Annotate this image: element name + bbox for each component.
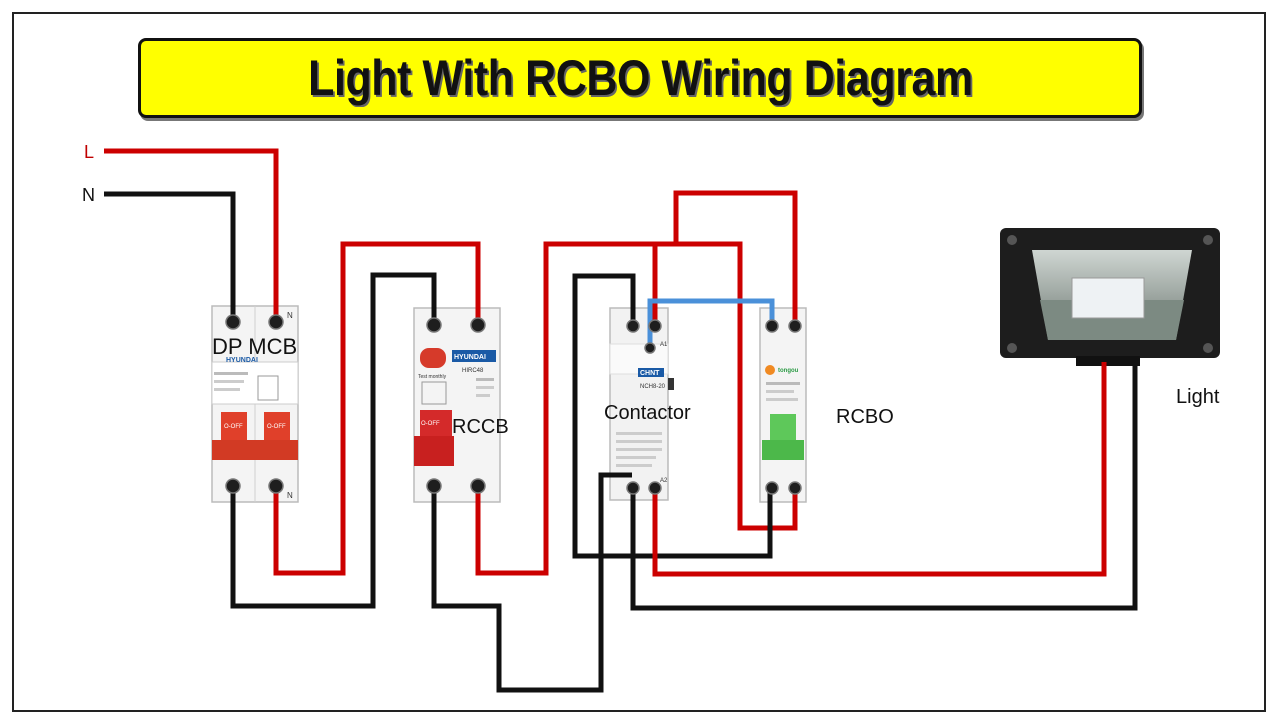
diagram-frame bbox=[12, 12, 1266, 712]
line-terminal-label: L bbox=[84, 142, 95, 162]
wires bbox=[104, 148, 1138, 693]
rccb-top-left-terminal bbox=[426, 317, 442, 333]
wire-contactor-to-rcbo-neutral bbox=[572, 273, 773, 559]
light-label: Light bbox=[1176, 386, 1220, 408]
rccb-bottom-right-terminal bbox=[470, 478, 486, 494]
rccb: HYUNDAI HIRC48 Test monthly O-OFF bbox=[413, 307, 501, 503]
mcb-bottom-right-terminal bbox=[268, 478, 284, 494]
title-banner: Light With RCBO Wiring Diagram bbox=[138, 38, 1142, 118]
rcbo: tongou bbox=[759, 307, 807, 503]
wire-rcbo-live-to-contactor bbox=[652, 190, 798, 328]
contactor-bottom-left-terminal bbox=[626, 481, 640, 495]
rcbo-top-right-terminal bbox=[788, 319, 802, 333]
mcb-top-left-terminal bbox=[225, 314, 241, 330]
rccb-brand: HYUNDAI bbox=[454, 354, 486, 361]
mcb-label: DP MCB bbox=[212, 334, 298, 359]
rccb-off-text: O-OFF bbox=[421, 421, 440, 427]
mcb-top-right-terminal bbox=[268, 314, 284, 330]
rcbo-bottom-left-terminal bbox=[765, 481, 779, 495]
contactor-a1-mark: A1 bbox=[660, 342, 668, 348]
contactor-top-left-terminal bbox=[626, 319, 640, 333]
mcb-bottom-n-mark: N bbox=[287, 491, 293, 500]
rcbo-bottom-right-terminal bbox=[788, 481, 802, 495]
rccb-label: RCCB bbox=[452, 416, 509, 438]
wire-mcb-live-to-rccb bbox=[273, 241, 481, 576]
contactor-top-right-terminal bbox=[648, 319, 662, 333]
rccb-top-right-terminal bbox=[470, 317, 486, 333]
neutral-terminal-label: N bbox=[82, 185, 95, 205]
contactor-model: NCH8-20 bbox=[640, 384, 666, 390]
mcb-brand: HYUNDAI bbox=[226, 357, 258, 364]
rcbo-brand: tongou bbox=[778, 368, 799, 374]
contactor-bottom-right-terminal bbox=[648, 481, 662, 495]
wire-rccb-neutral-to-contactor bbox=[431, 472, 632, 693]
diagram-title: Light With RCBO Wiring Diagram bbox=[307, 50, 973, 106]
mcb-off-text-left: O-OFF bbox=[224, 424, 243, 430]
mcb-top-n-mark: N bbox=[287, 311, 293, 320]
wire-contactor-live-to-light bbox=[652, 362, 1107, 577]
rccb-bottom-left-terminal bbox=[426, 478, 442, 494]
mcb-off-text-right: O-OFF bbox=[267, 424, 286, 430]
contactor-a1-terminal bbox=[644, 342, 656, 354]
wire-neutral-supply-to-mcb bbox=[104, 191, 236, 322]
wire-rccb-live-to-rcbo bbox=[475, 241, 798, 576]
terminal-screws bbox=[225, 314, 802, 495]
wire-mcb-neutral-to-rccb bbox=[230, 272, 437, 609]
rcbo-label: RCBO bbox=[836, 406, 894, 428]
wire-contactor-neutral-to-light bbox=[630, 362, 1138, 611]
contactor-brand: CHNT bbox=[640, 370, 660, 377]
rccb-test-text: Test monthly bbox=[418, 374, 447, 380]
rcbo-top-left-terminal bbox=[765, 319, 779, 333]
contactor: CHNT NCH8-20 A1 A2 bbox=[609, 307, 674, 501]
contactor-a2-mark: A2 bbox=[660, 478, 668, 484]
light-fixture bbox=[1000, 228, 1220, 366]
rccb-model: HIRC48 bbox=[462, 368, 484, 374]
wire-live-supply-to-mcb bbox=[104, 148, 279, 322]
mcb-bottom-left-terminal bbox=[225, 478, 241, 494]
contactor-label: Contactor bbox=[604, 402, 691, 424]
dp-mcb: HYUNDAI O-OFF O-OFF N N bbox=[211, 305, 299, 503]
